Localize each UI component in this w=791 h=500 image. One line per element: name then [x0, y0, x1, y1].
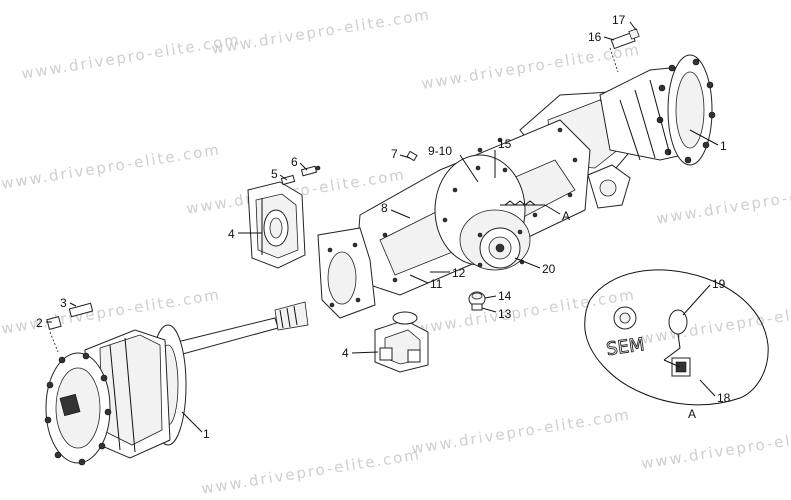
callout-5: 5 — [271, 167, 278, 181]
left-wheel-hub — [44, 329, 171, 466]
leader-lines — [46, 21, 719, 433]
callout-16: 16 — [588, 30, 602, 44]
breather-pin — [406, 150, 418, 162]
callout-9-10: 9-10 — [428, 144, 452, 158]
callout-11: 11 — [430, 277, 443, 291]
callout-8: 8 — [381, 201, 388, 215]
wheel-stud-left — [46, 302, 94, 353]
callout-2: 2 — [36, 316, 43, 330]
right-brake-caliper — [587, 164, 631, 209]
callout-18: 18 — [717, 391, 731, 405]
wheel-stud-right — [609, 28, 640, 73]
callout-3: 3 — [60, 296, 67, 310]
left-axle-shaft — [164, 301, 309, 359]
callout-12: 12 — [452, 266, 466, 280]
caliper-screws — [280, 165, 321, 186]
mounting-plate — [317, 227, 376, 319]
brake-caliper-upper — [247, 181, 306, 269]
callout-13: 13 — [498, 307, 512, 321]
brake-caliper-lower — [374, 311, 429, 373]
differential-housing — [434, 154, 545, 271]
callout-4-bottom: 4 — [342, 346, 349, 360]
drain-plug — [468, 291, 486, 311]
callout-14: 14 — [498, 289, 512, 303]
callout-1-right: 1 — [720, 139, 727, 153]
callout-19: 19 — [712, 277, 726, 291]
detail-a-sensor: SEM — [584, 269, 769, 406]
callout-15: 15 — [498, 137, 512, 151]
sensor-brand-text: SEM — [605, 334, 646, 360]
callout-1-left: 1 — [203, 427, 210, 441]
callout-4-top: 4 — [228, 227, 235, 241]
callout-17: 17 — [612, 13, 626, 27]
callout-20: 20 — [542, 262, 556, 276]
callout-labels: 1 1 2 3 4 4 5 6 7 8 9-10 11 12 13 14 15 … — [36, 13, 731, 441]
detail-a-caption: A — [688, 407, 696, 421]
callout-7: 7 — [391, 147, 398, 161]
callout-a-reference: A — [562, 209, 570, 223]
callout-6: 6 — [291, 155, 298, 169]
